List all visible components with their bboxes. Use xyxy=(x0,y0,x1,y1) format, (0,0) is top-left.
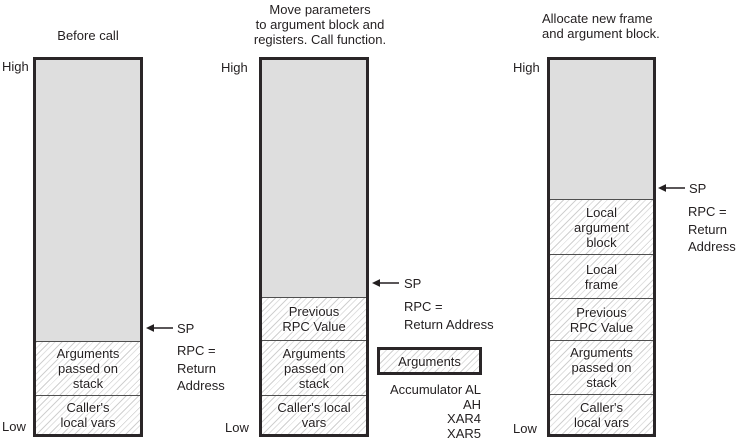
stage1-stack-box: Arguments passed on stack Caller's local… xyxy=(33,57,143,437)
segment-label-line: vars xyxy=(301,415,327,430)
segment-label-line: passed on xyxy=(571,360,632,375)
segment-label-line: Caller's xyxy=(66,400,110,415)
stage2-title: Move parameters to argument block and re… xyxy=(234,2,406,47)
segment-label-line: Local xyxy=(585,261,618,277)
segment-label-line: local vars xyxy=(574,414,629,430)
stage2-segment-callers-local-vars: Caller's local vars xyxy=(262,395,366,434)
stage3-segment-previous-rpc-value: Previous RPC Value xyxy=(550,298,653,340)
stage2-sp-label: SP xyxy=(404,276,422,291)
stage2-arguments-box: Arguments xyxy=(377,347,482,375)
segment-label-line: passed on xyxy=(58,361,118,376)
stage2-title-line: to argument block and xyxy=(255,17,385,32)
stage3-stack-box: Local argument block Local frame Previou… xyxy=(547,57,656,437)
stage1-sp-arrow-icon xyxy=(146,324,173,332)
stage3-high-label: High xyxy=(513,60,540,75)
segment-label-line: Local xyxy=(585,204,618,220)
rpc-note-line: RPC = xyxy=(688,204,727,219)
stage1-high-label: High xyxy=(2,59,29,74)
stage3-segment-free-memory xyxy=(550,60,653,199)
stage3-title: Allocate new frame and argument block. xyxy=(542,11,660,41)
stage3-rpc-note: RPC = Return Address xyxy=(688,203,736,256)
stage2-low-label: Low xyxy=(225,420,249,435)
stage3-low-label: Low xyxy=(513,421,537,436)
stage1-sp-label: SP xyxy=(177,321,195,336)
arguments-box-label: Arguments xyxy=(398,353,461,369)
stage2-registers-note: Accumulator AL AH XAR4 XAR5 xyxy=(360,382,481,441)
segment-label-line: stack xyxy=(586,375,617,390)
rpc-note-line: RPC = xyxy=(177,343,216,358)
stage1-low-label: Low xyxy=(2,419,26,434)
rpc-note-line: Return xyxy=(177,360,217,376)
segment-label-line: Caller's xyxy=(580,399,623,415)
stage3-sp-arrow-icon xyxy=(658,184,685,192)
stage2-stack-box: Previous RPC Value Arguments passed on s… xyxy=(259,57,369,437)
segment-label-line: RPC Value xyxy=(569,319,634,335)
segment-label-line: stack xyxy=(72,376,104,391)
register-line: XAR5 xyxy=(447,425,481,441)
stage2-segment-arguments-passed-on-stack: Arguments passed on stack xyxy=(262,340,366,395)
stage2-segment-previous-rpc-value: Previous RPC Value xyxy=(262,297,366,340)
segment-label-line: Arguments xyxy=(570,345,633,360)
segment-label-line: Previous xyxy=(576,304,627,320)
stage3-segment-arguments-passed-on-stack: Arguments passed on stack xyxy=(550,340,653,394)
stage3-segment-local-argument-block: Local argument block xyxy=(550,199,653,254)
stage2-title-line: registers. Call function. xyxy=(253,32,387,47)
register-line: AH xyxy=(462,396,481,412)
segment-label-line: RPC Value xyxy=(282,319,346,334)
rpc-note-line: RPC = xyxy=(404,299,443,314)
segment-label-line: passed on xyxy=(284,360,344,376)
register-line: Accumulator AL xyxy=(389,382,481,397)
segment-label-line: argument xyxy=(574,219,629,235)
segment-label-line: local vars xyxy=(60,415,116,430)
rpc-note-line: Return xyxy=(688,221,728,237)
stage1-segment-arguments-passed-on-stack: Arguments passed on stack xyxy=(36,341,140,395)
stage2-title-line: Move parameters xyxy=(269,2,371,17)
stage2-rpc-note: RPC = Return Address xyxy=(404,298,494,333)
stage2-segment-free-memory xyxy=(262,60,366,297)
rpc-note-line: Address xyxy=(177,378,225,393)
stage2-high-label: High xyxy=(221,60,248,75)
stage1-segment-callers-local-vars: Caller's local vars xyxy=(36,395,140,434)
rpc-note-line: Address xyxy=(688,239,736,254)
stage1-rpc-note: RPC = Return Address xyxy=(177,342,225,395)
stage2-sp-arrow-icon xyxy=(372,279,399,287)
stage1-segment-free-memory xyxy=(36,60,140,341)
segment-label-line: Caller's local xyxy=(277,400,351,415)
stage1-title: Before call xyxy=(57,28,119,43)
stage3-sp-label: SP xyxy=(689,181,707,196)
segment-label-line: stack xyxy=(298,375,330,391)
rpc-note-line: Return Address xyxy=(404,316,494,332)
segment-label-line: block xyxy=(586,234,617,250)
stage3-segment-local-frame: Local frame xyxy=(550,254,653,298)
segment-label-line: Previous xyxy=(288,304,340,319)
register-line: XAR4 xyxy=(447,411,481,426)
stage3-title-line: Allocate new frame xyxy=(542,11,653,26)
stage3-title-line: and argument block. xyxy=(542,26,660,41)
segment-label-line: Arguments xyxy=(282,345,346,361)
stage3-segment-callers-local-vars: Caller's local vars xyxy=(550,394,653,434)
segment-label-line: Arguments xyxy=(56,346,120,361)
segment-label-line: frame xyxy=(584,276,619,292)
